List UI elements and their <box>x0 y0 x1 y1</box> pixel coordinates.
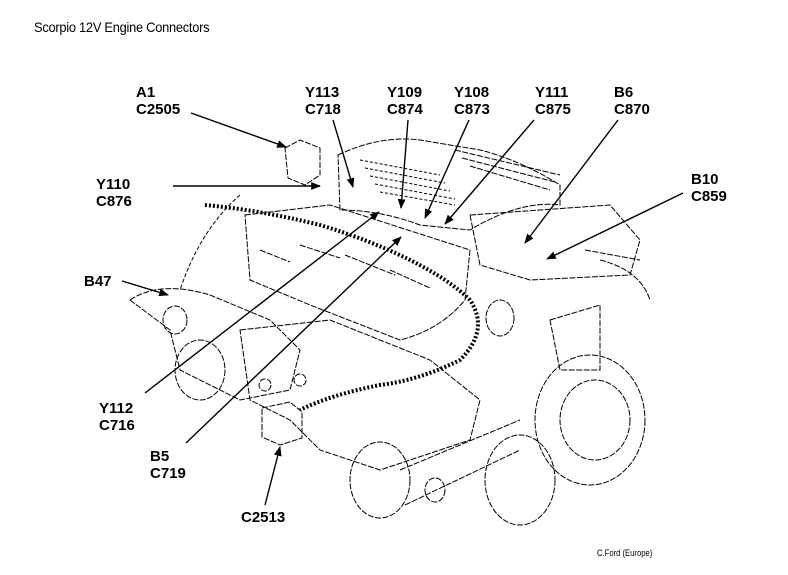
callout-connector: C718 <box>305 101 341 118</box>
leader-y112 <box>144 211 380 394</box>
timing-cover <box>549 304 601 371</box>
callout-code: Y111 <box>535 84 569 101</box>
leader-b10 <box>546 192 684 260</box>
callout-a1: A1 C2505 <box>136 84 180 118</box>
callout-connector: C2513 <box>241 509 286 526</box>
c2513-connector-body <box>261 401 303 446</box>
leader-a1 <box>190 112 287 148</box>
wiring-harness <box>204 203 480 412</box>
callout-connector: C874 <box>387 101 423 118</box>
callout-y113: Y113 C718 <box>305 84 341 118</box>
leader-y109 <box>397 119 409 209</box>
callout-connector: C873 <box>454 101 490 118</box>
a1-connector-body <box>284 139 321 186</box>
callout-code: B10 <box>691 171 719 188</box>
copyright-credit: C.Ford (Europe) <box>597 548 653 558</box>
callout-b6: B6 C870 <box>614 84 650 118</box>
callout-connector: C2505 <box>136 101 181 118</box>
callout-connector: C876 <box>96 193 132 210</box>
callout-code: Y112 <box>99 400 134 417</box>
callout-b5: B5 C719 <box>150 448 186 482</box>
callout-y109: Y109 C874 <box>387 84 423 118</box>
callout-y111: Y111 C875 <box>535 84 571 118</box>
callout-code: Y110 <box>96 176 131 193</box>
callout-connector: C716 <box>99 417 135 434</box>
callout-code: Y108 <box>454 84 490 101</box>
callout-b10: B10 C859 <box>691 171 727 205</box>
callout-code: B6 <box>614 84 634 101</box>
callout-connector: C859 <box>691 188 727 205</box>
callout-code: Y113 <box>305 84 340 101</box>
callout-c2513: C2513 <box>241 509 285 526</box>
callout-code: Y109 <box>387 84 423 101</box>
leader-y108 <box>424 119 470 219</box>
crank-pulley <box>534 354 646 486</box>
callout-y112: Y112 C716 <box>99 400 135 434</box>
rocker-cover-left <box>244 204 471 341</box>
callout-connector: C870 <box>614 101 650 118</box>
alternator <box>349 441 411 519</box>
leader-c2513 <box>264 446 282 506</box>
engine-block <box>239 319 481 471</box>
leader-b6 <box>524 119 619 244</box>
leader-b47 <box>121 280 169 297</box>
diagram-title: Scorpio 12V Engine Connectors <box>34 19 210 35</box>
leader-y113 <box>332 119 355 188</box>
callout-code: B47 <box>84 273 112 290</box>
callout-code: A1 <box>136 84 156 101</box>
leader-b5 <box>185 236 402 444</box>
callout-connector: C875 <box>535 101 571 118</box>
callout-y110: Y110 C876 <box>96 176 132 210</box>
exhaust-manifold <box>129 288 301 401</box>
intake-plenum <box>337 138 561 231</box>
callout-y108: Y108 C873 <box>454 84 490 118</box>
drive-belt <box>399 419 521 506</box>
leader-y111 <box>444 119 535 225</box>
callout-b47: B47 <box>84 273 112 290</box>
rocker-cover-right <box>469 204 641 281</box>
callout-connector: C719 <box>150 465 186 482</box>
callout-code: B5 <box>150 448 170 465</box>
